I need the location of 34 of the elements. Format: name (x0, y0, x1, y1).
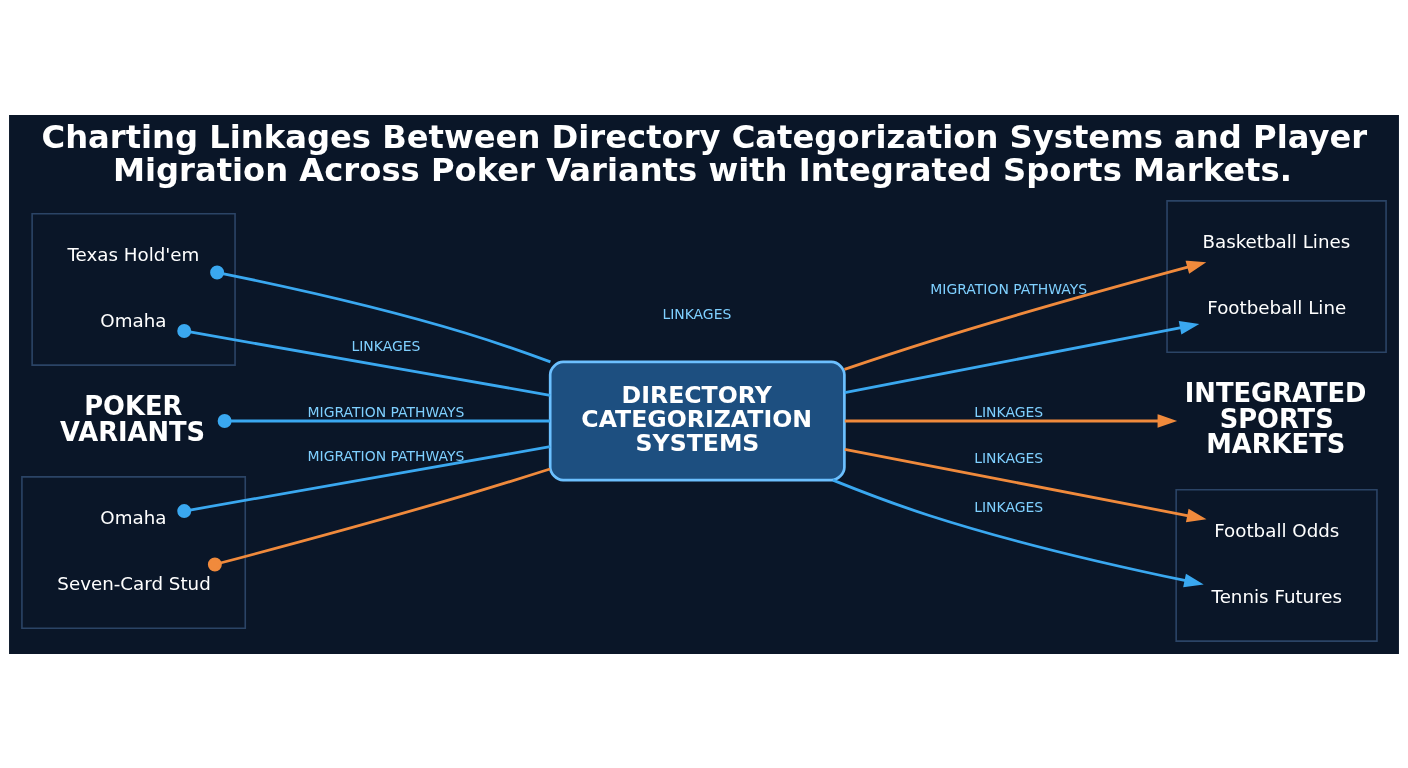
connector (210, 264, 551, 363)
edge-label: LINKAGES (974, 449, 1044, 466)
node-text: Omaha (100, 309, 167, 331)
arrow (844, 447, 1207, 522)
node-text: Seven-Card Stud (57, 572, 211, 594)
node-text: INTEGRATED SPORTS MARKETS (1184, 377, 1367, 459)
arrow (844, 413, 1178, 428)
edge-label: LINKAGES (351, 337, 421, 354)
node-text: Basketball Lines (1202, 230, 1351, 252)
arrow (832, 478, 1204, 587)
node-text: Texas Hold'em (67, 243, 200, 265)
cluster (31, 212, 236, 366)
node-text: POKER VARIANTS (60, 390, 206, 447)
connector (217, 413, 550, 428)
node-text: Omaha (100, 506, 167, 528)
edge-label: MIGRATION PATHWAYS (307, 447, 465, 464)
node-text: Footbeball Line (1207, 296, 1347, 318)
cluster (21, 475, 247, 629)
label: LINKAGES (662, 305, 732, 322)
arrow (844, 320, 1200, 394)
edge-label: LINKAGES (974, 403, 1044, 420)
node-text: Tennis Futures (1211, 585, 1343, 607)
diagram-title: Charting Linkages Between Directory Categorization Systems and Player Migration Across Poker Variants with Integrated Sports Markets. (41, 117, 1368, 188)
edge-label: MIGRATION PATHWAYS (307, 403, 465, 420)
edge-label: MIGRATION PATHWAYS (930, 280, 1088, 297)
node-box: DIRECTORY CATEGORIZATION SYSTEMS (548, 360, 846, 481)
cluster (1175, 488, 1378, 642)
node-text: Football Odds (1214, 519, 1340, 541)
edge-label: LINKAGES (974, 498, 1044, 515)
cluster (1166, 199, 1387, 353)
connector (207, 467, 551, 571)
arrow (844, 260, 1207, 371)
connector (177, 323, 551, 397)
connector (177, 444, 551, 518)
